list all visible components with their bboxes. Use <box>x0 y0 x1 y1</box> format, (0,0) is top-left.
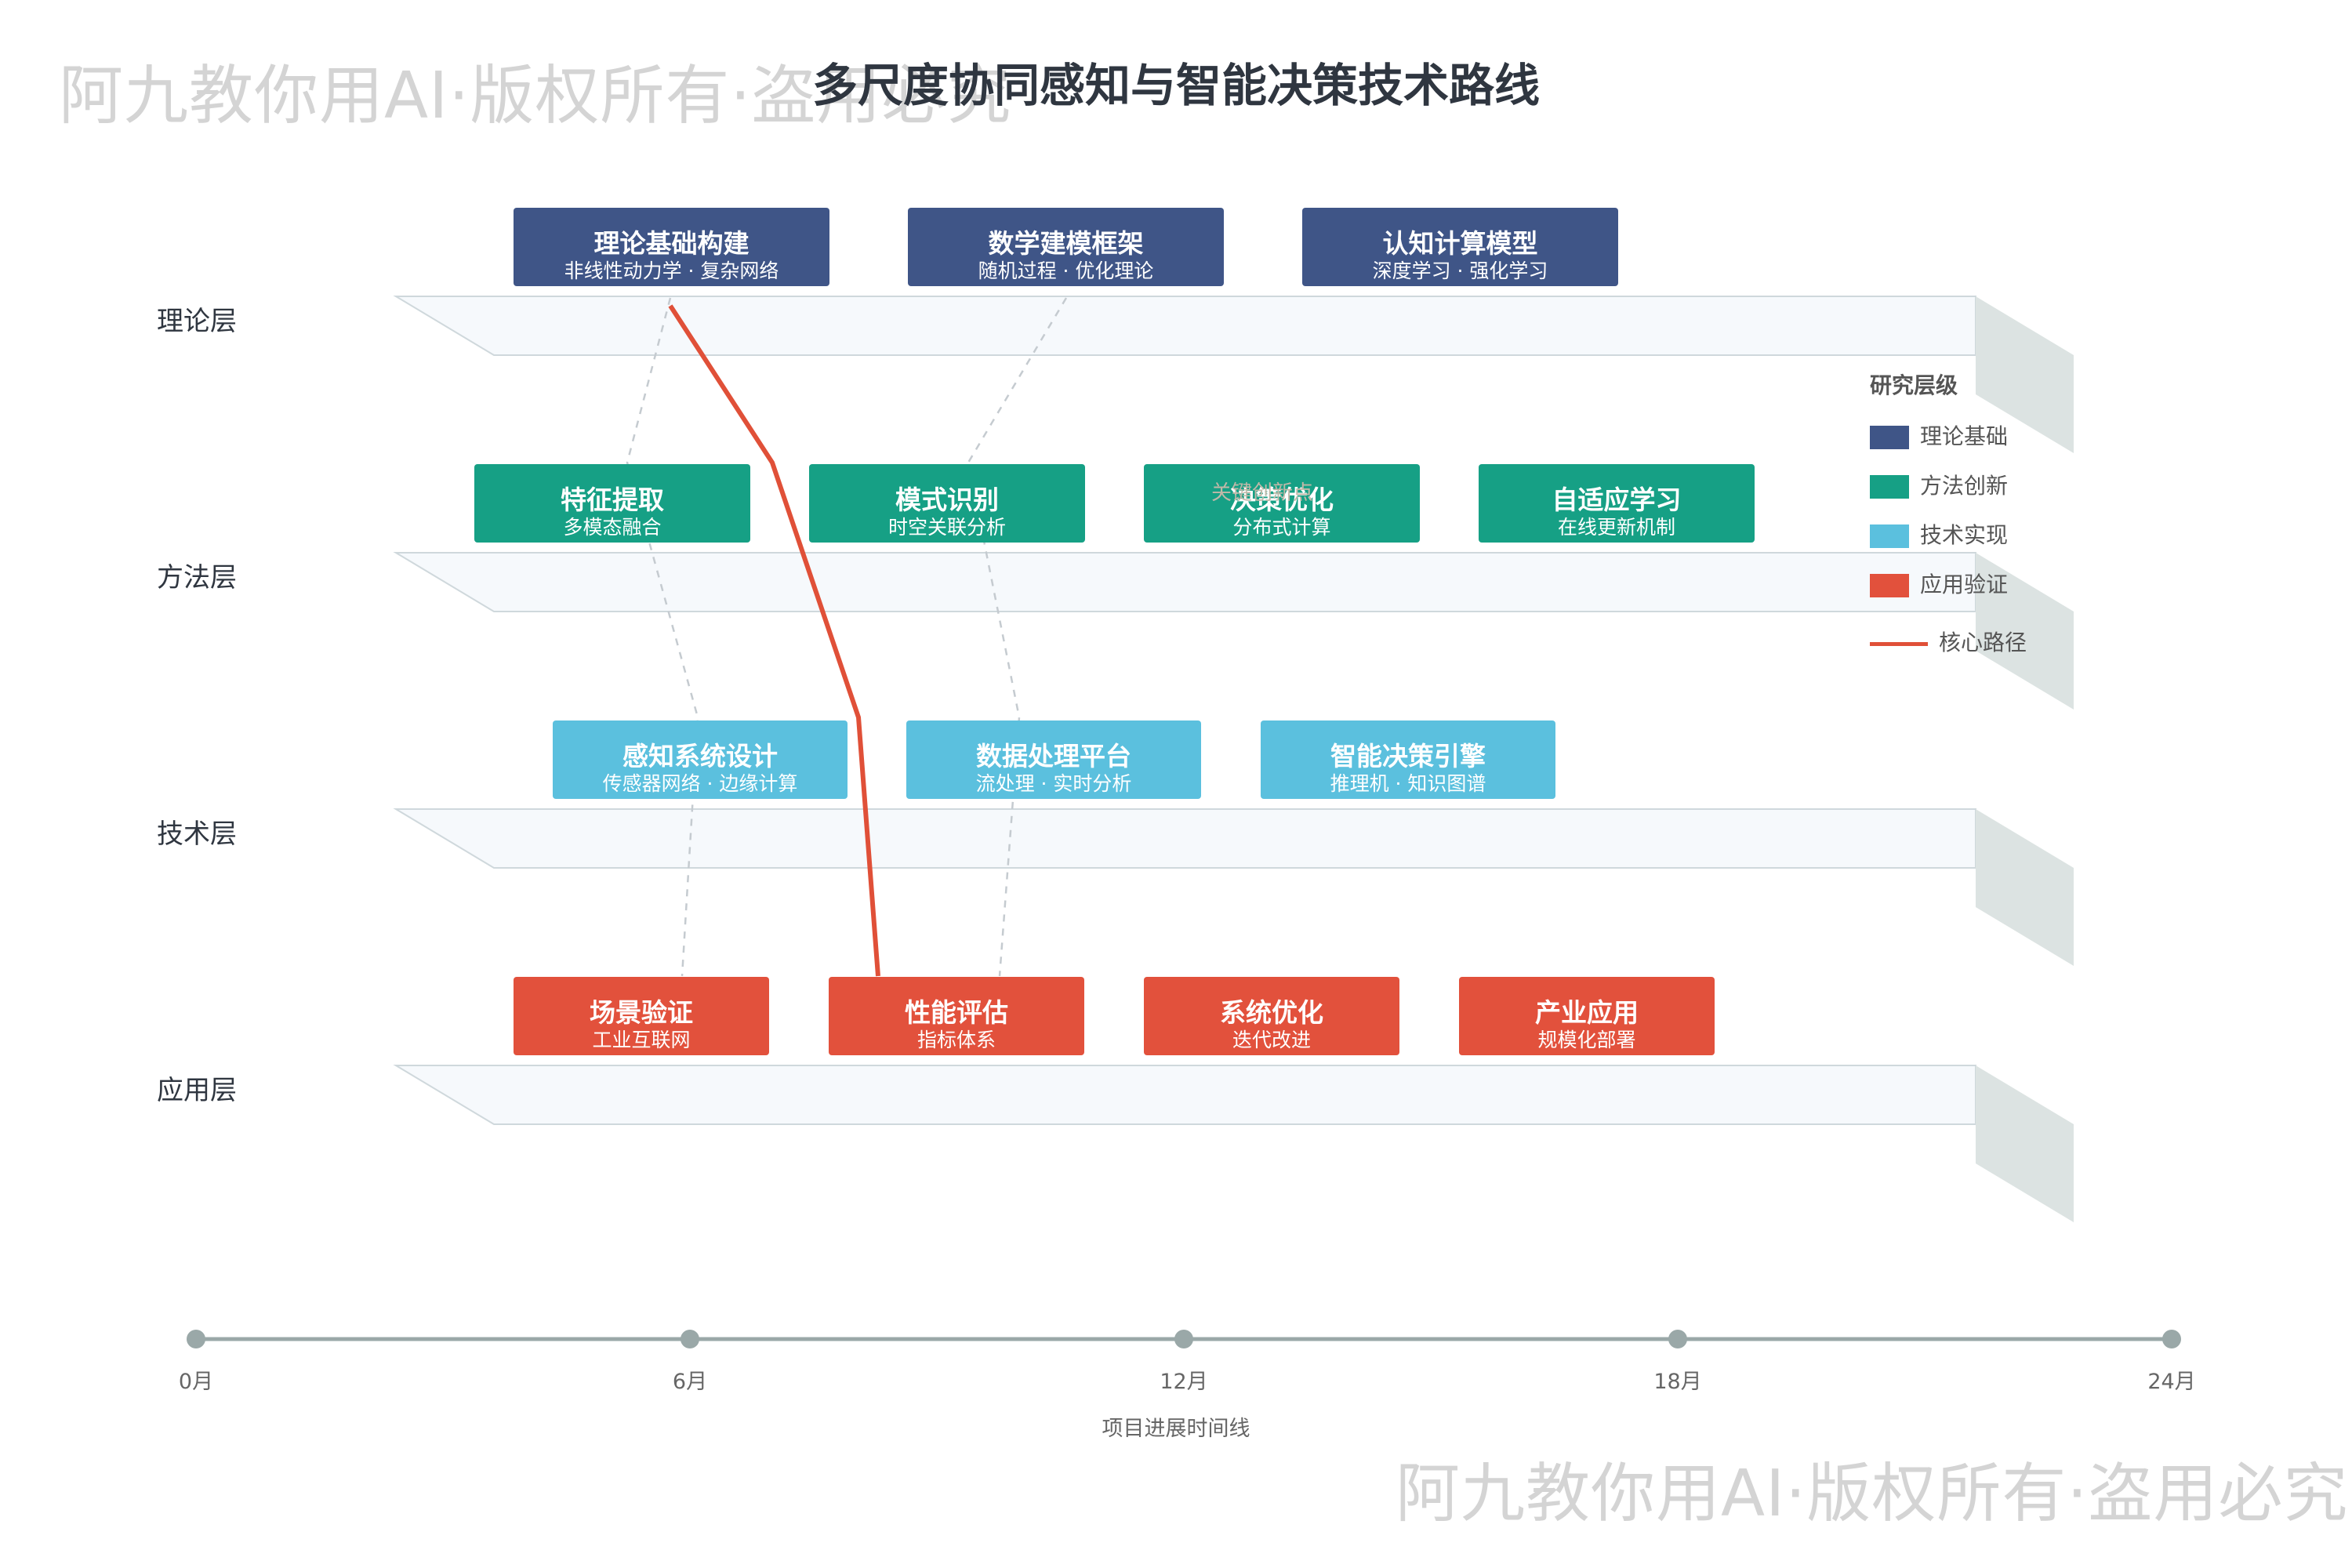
box-title: 理论基础构建 <box>593 228 750 259</box>
layer-band-theory <box>393 296 2074 453</box>
box-subtitle: 多模态融合 <box>563 516 662 539</box>
box-subtitle: 指标体系 <box>916 1029 996 1051</box>
timeline-tick-label: 6月 <box>672 1370 708 1394</box>
legend-label: 应用验证 <box>1920 572 2009 597</box>
legend-swatch <box>1870 426 1909 449</box>
layer-band-method <box>393 552 2074 710</box>
legend-label: 方法创新 <box>1920 473 2009 499</box>
box-decision-engine[interactable]: 智能决策引擎 推理机 · 知识图谱 <box>1261 720 1555 799</box>
legend-item-theory: 理论基础 <box>1870 419 2008 451</box>
box-title: 场景验证 <box>590 997 693 1028</box>
legend-swatch <box>1870 574 1909 597</box>
timeline-dot <box>681 1330 699 1348</box>
legend-label: 核心路径 <box>1939 630 2027 655</box>
box-subtitle: 深度学习 · 强化学习 <box>1372 260 1548 282</box>
layer-label-theory: 理论层 <box>157 306 237 337</box>
box-title: 数据处理平台 <box>976 741 1131 771</box>
page-title: 多尺度协同感知与智能决策技术路线 <box>811 59 1540 112</box>
box-subtitle: 工业互联网 <box>592 1029 691 1051</box>
box-subtitle: 时空关联分析 <box>887 516 1006 539</box>
legend-item-method: 方法创新 <box>1870 469 2008 500</box>
box-subtitle: 非线性动力学 · 复杂网络 <box>564 260 779 282</box>
box-title: 系统优化 <box>1220 997 1323 1028</box>
box-decision-optimization[interactable]: 决策优化 分布式计算 <box>1144 464 1420 543</box>
legend-swatch <box>1870 524 1909 548</box>
box-subtitle: 在线更新机制 <box>1557 516 1675 539</box>
legend-item-app: 应用验证 <box>1870 568 2008 599</box>
legend-label: 理论基础 <box>1920 423 2009 449</box>
layer-label-app: 应用层 <box>157 1075 237 1106</box>
box-performance-evaluation[interactable]: 性能评估 指标体系 <box>829 977 1084 1055</box>
box-title: 自适应学习 <box>1552 485 1682 515</box>
legend-item-tech: 技术实现 <box>1870 518 2008 550</box>
box-subtitle: 推理机 · 知识图谱 <box>1330 772 1486 795</box>
legend-item-core-path: 核心路径 <box>1870 626 2027 657</box>
legend-swatch <box>1870 475 1909 499</box>
box-subtitle: 流处理 · 实时分析 <box>975 772 1132 795</box>
watermark-bottom: 阿九教你用AI·版权所有·盗用必究 <box>1396 1457 2349 1531</box>
connector-right <box>967 297 1068 977</box>
box-data-platform[interactable]: 数据处理平台 流处理 · 实时分析 <box>906 720 1201 799</box>
box-subtitle: 传感器网络 · 边缘计算 <box>602 772 798 795</box>
box-feature-extraction[interactable]: 特征提取 多模态融合 <box>474 464 750 543</box>
watermark-top: 阿九教你用AI·版权所有·盗用必究 <box>59 59 1012 133</box>
box-title: 数学建模框架 <box>988 228 1144 259</box>
layer-label-method: 方法层 <box>157 562 237 593</box>
box-subtitle: 迭代改进 <box>1232 1029 1311 1051</box>
box-subtitle: 规模化部署 <box>1537 1029 1636 1051</box>
timeline-tick-label: 12月 <box>1160 1370 1208 1394</box>
legend-title: 研究层级 <box>1870 372 1958 398</box>
timeline <box>187 1330 2181 1348</box>
box-pattern-recognition[interactable]: 模式识别 时空关联分析 <box>809 464 1085 543</box>
box-title: 产业应用 <box>1535 997 1639 1028</box>
box-title: 决策优化 <box>1230 485 1334 515</box>
timeline-dot <box>187 1330 205 1348</box>
box-math-modeling[interactable]: 数学建模框架 随机过程 · 优化理论 <box>908 208 1224 286</box>
core-path-line <box>668 304 880 977</box>
box-system-optimization[interactable]: 系统优化 迭代改进 <box>1144 977 1399 1055</box>
timeline-dot <box>1174 1330 1193 1348</box>
box-title: 感知系统设计 <box>622 741 778 771</box>
layer-label-tech: 技术层 <box>157 818 237 850</box>
timeline-tick-label: 18月 <box>1653 1370 1702 1394</box>
connector-left <box>626 297 699 977</box>
box-sensing-system[interactable]: 感知系统设计 传感器网络 · 边缘计算 <box>553 720 848 799</box>
layer-band-tech <box>393 808 2074 966</box>
box-title: 性能评估 <box>905 997 1008 1028</box>
dependency-connectors <box>626 297 1068 977</box>
timeline-dot <box>1668 1330 1687 1348</box>
box-title: 认知计算模型 <box>1382 228 1538 259</box>
box-title: 智能决策引擎 <box>1330 741 1486 771</box>
key-point-label: 关键创新点 <box>1211 481 1314 505</box>
box-title: 模式识别 <box>895 485 999 515</box>
layer-band-app <box>393 1065 2074 1222</box>
legend-line <box>1870 641 1928 646</box>
box-cognitive-model[interactable]: 认知计算模型 深度学习 · 强化学习 <box>1302 208 1618 286</box>
timeline-tick-label: 24月 <box>2147 1370 2196 1394</box>
timeline-dot <box>2162 1330 2181 1348</box>
box-adaptive-learning[interactable]: 自适应学习 在线更新机制 <box>1479 464 1755 543</box>
legend-label: 技术实现 <box>1920 522 2009 548</box>
box-scenario-validation[interactable]: 场景验证 工业互联网 <box>514 977 769 1055</box>
box-subtitle: 分布式计算 <box>1232 516 1331 539</box>
timeline-title: 项目进展时间线 <box>1102 1417 1250 1441</box>
box-theory-foundation[interactable]: 理论基础构建 非线性动力学 · 复杂网络 <box>514 208 829 286</box>
box-subtitle: 随机过程 · 优化理论 <box>978 260 1154 282</box>
box-title: 特征提取 <box>561 485 664 515</box>
box-industry-application[interactable]: 产业应用 规模化部署 <box>1459 977 1715 1055</box>
timeline-tick-label: 0月 <box>178 1370 214 1394</box>
